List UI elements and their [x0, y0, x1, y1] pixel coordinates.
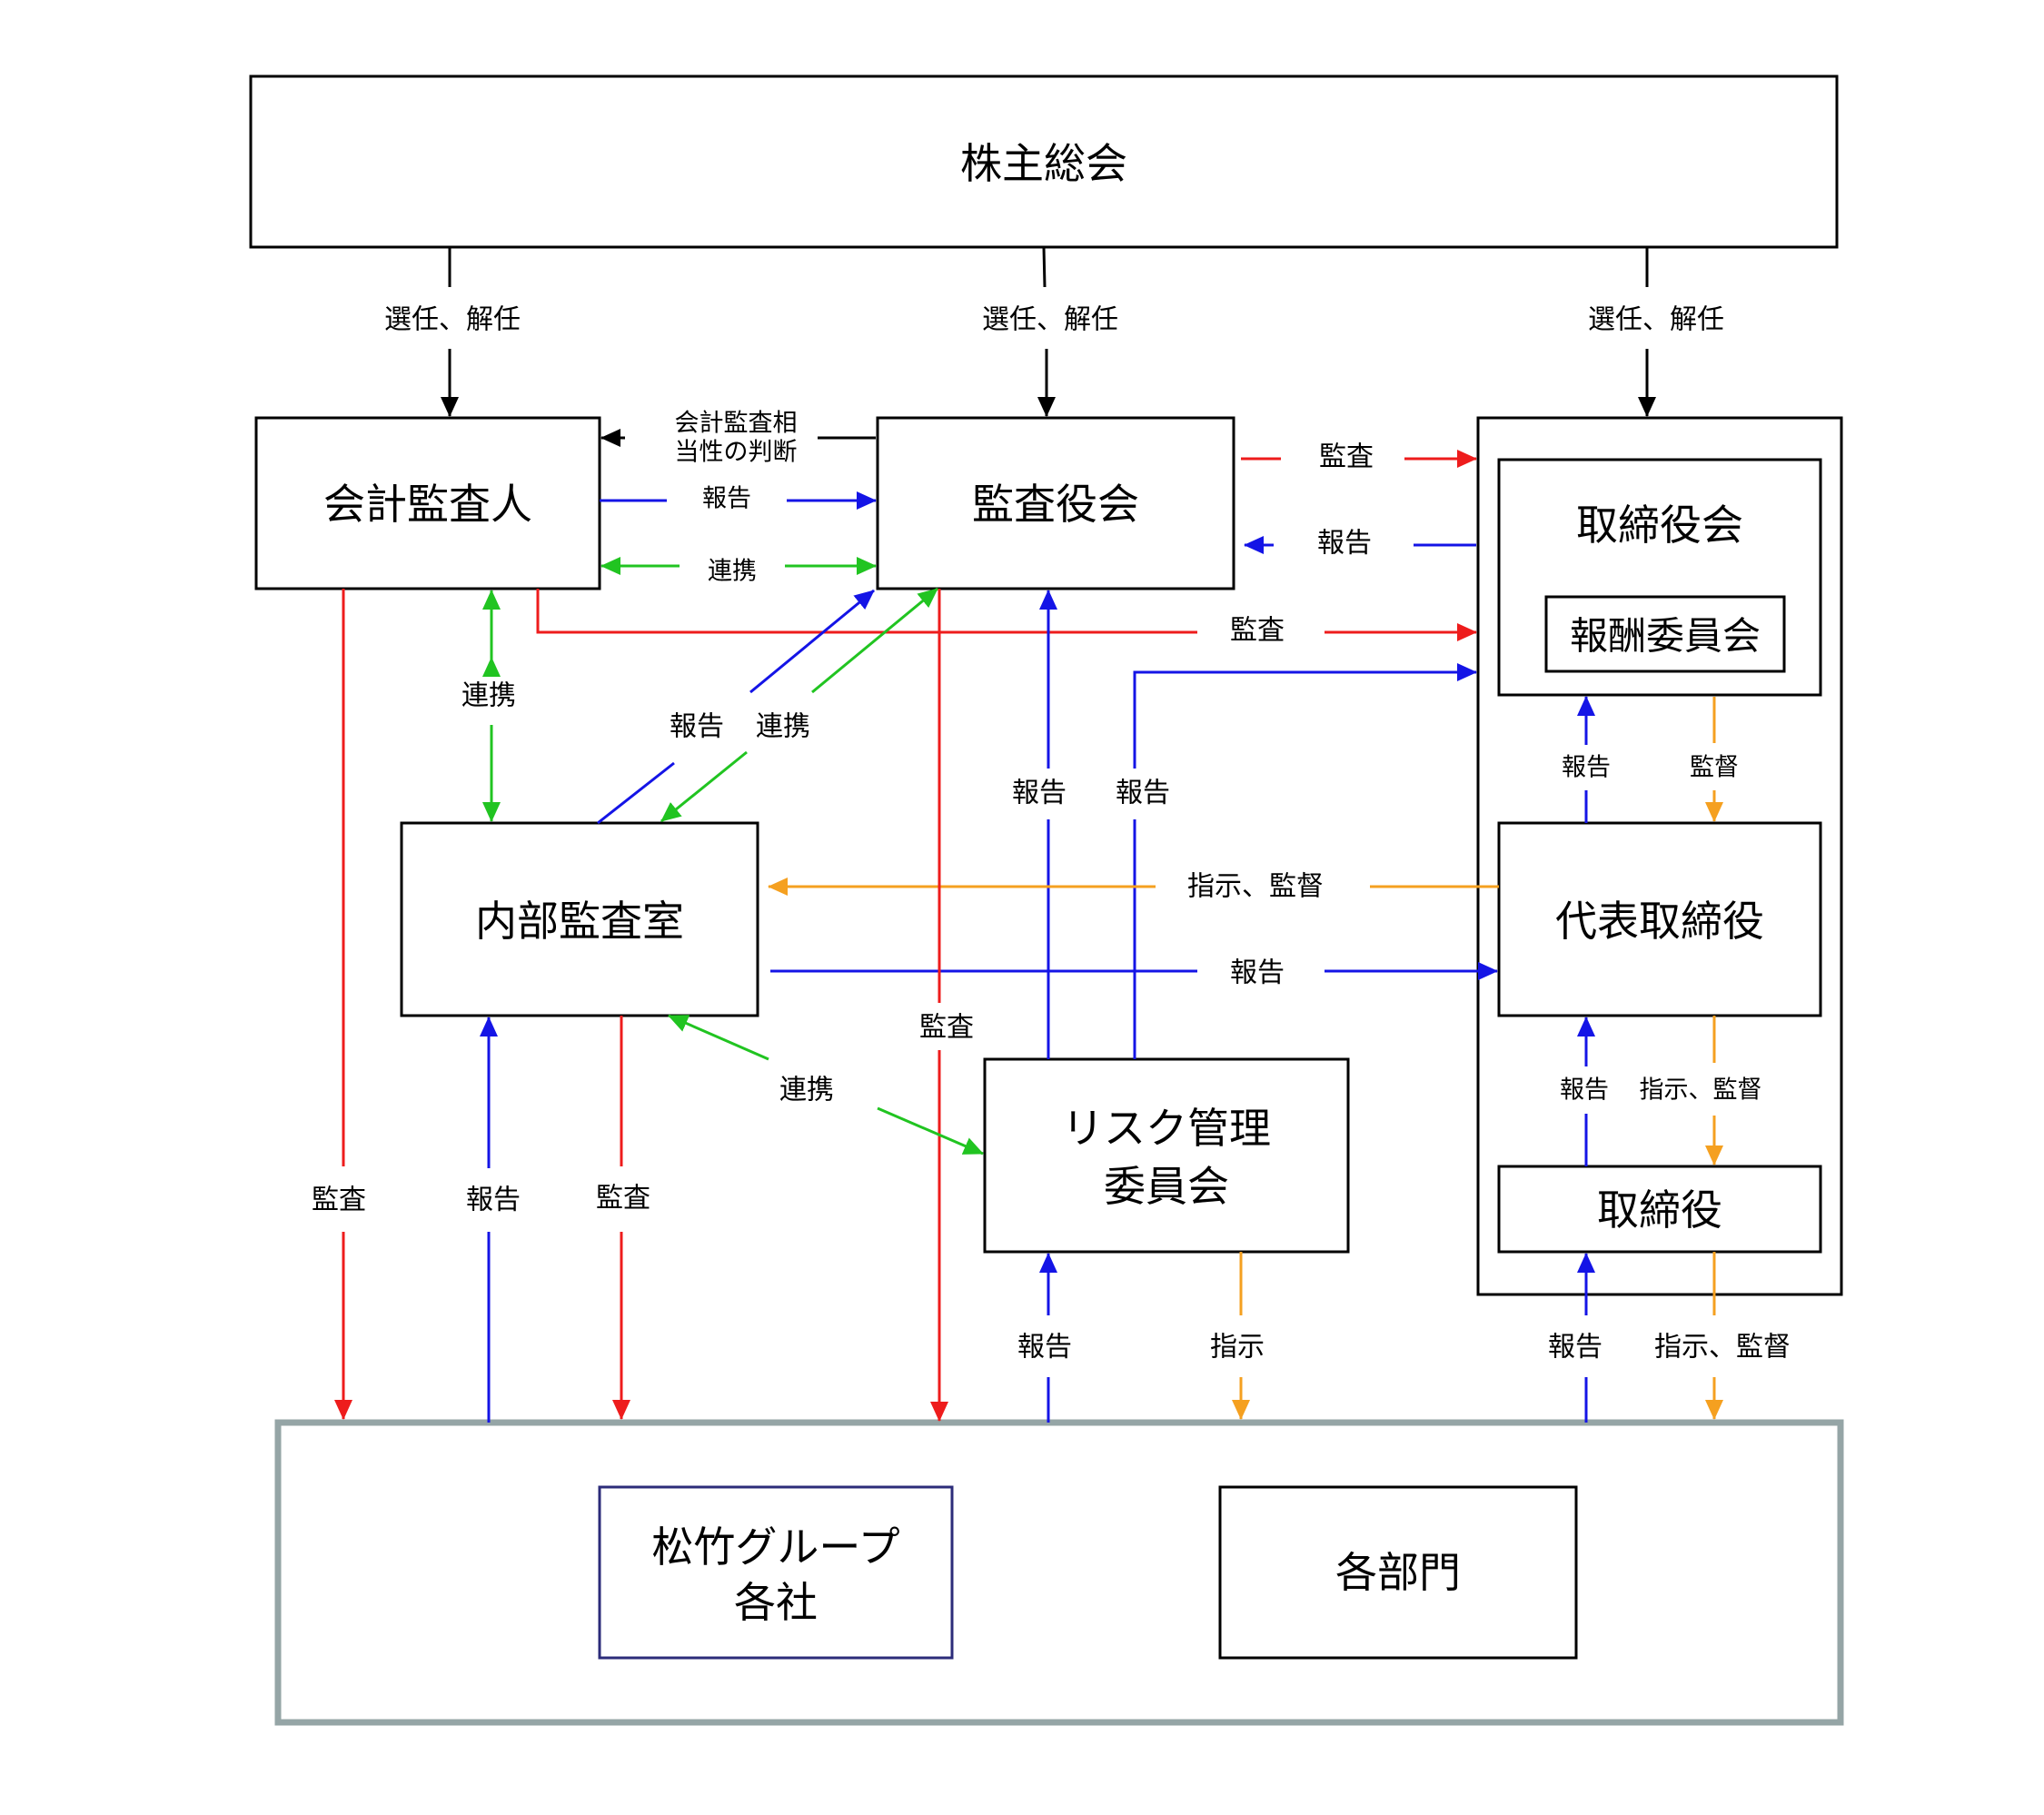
audit-to-board-arrow: 監査: [1241, 441, 1477, 473]
risk-report-label-1: 報告: [1012, 778, 1067, 809]
audit-down-label: 監査: [919, 1012, 974, 1044]
rep-instruct-arrow: 指示、監督: [768, 871, 1499, 903]
director-node: 取締役: [1497, 1165, 1822, 1254]
board-report-arrow: 報告: [1562, 696, 1611, 823]
internal-link-arrow: 連携: [660, 587, 938, 823]
internal-up-report-label: 報告: [466, 1185, 521, 1216]
appoint-arrow-center: 選任、解任: [982, 246, 1118, 417]
acc-to-audit-report-arrow: 報告: [600, 485, 877, 513]
acc-audit-link-label: 連携: [708, 558, 757, 586]
risk-committee-label-2: 委員会: [1104, 1162, 1229, 1211]
risk-committee-label-1: リスク管理: [1062, 1104, 1271, 1153]
representative-director-label: 代表取締役: [1555, 897, 1764, 946]
board-supervise-label: 監督: [1690, 754, 1739, 782]
representative-director-node: 代表取締役: [1497, 821, 1822, 1017]
shareholders-node: 株主総会: [249, 74, 1839, 249]
risk-report-arrow-1: 報告: [1012, 590, 1067, 1059]
compensation-committee-label: 報酬委員会: [1570, 614, 1761, 659]
acc-down-audit-label: 監査: [312, 1185, 366, 1216]
group-companies-label-1: 松竹グループ: [651, 1522, 899, 1572]
acc-to-board-audit-arrow: 監査: [536, 589, 1477, 647]
risk-committee-node: リスク管理 委員会: [983, 1057, 1350, 1254]
internal-link-label: 連携: [756, 711, 810, 743]
departments-node: 各部門: [1218, 1485, 1578, 1660]
shareholders-label: 株主総会: [960, 139, 1127, 188]
bottom-instruct-label: 指示、監督: [1654, 1332, 1791, 1364]
internal-risk-link-arrow: 連携: [668, 1014, 984, 1155]
bottom-instruct-arrow: 指示、監督: [1654, 1252, 1791, 1420]
risk-up-report-arrow: 報告: [1017, 1253, 1072, 1423]
director-label: 取締役: [1597, 1185, 1722, 1235]
internal-to-rep-report-arrow: 報告: [770, 957, 1498, 989]
rep-instruct-label: 指示、監督: [1187, 871, 1324, 903]
compensation-committee-node: 報酬委員会: [1544, 595, 1786, 673]
audit-to-board-label: 監査: [1319, 441, 1374, 473]
appoint-arrow-right: 選任、解任: [1588, 247, 1724, 417]
internal-audit-node: 内部監査室: [400, 821, 759, 1017]
appoint-arrow-left: 選任、解任: [384, 247, 521, 417]
audit-down-arrow: 監査: [919, 589, 974, 1422]
accounting-auditor-node: 会計監査人: [254, 416, 601, 590]
group-companies-label-2: 各社: [734, 1578, 818, 1627]
departments-label: 各部門: [1335, 1548, 1461, 1597]
audit-board-label: 監査役会: [972, 480, 1139, 529]
adequacy-label-1: 会計監査相: [675, 410, 798, 438]
acc-to-board-audit-label: 監査: [1230, 615, 1285, 647]
accounting-auditor-label: 会計監査人: [323, 480, 532, 529]
bottom-report-label: 報告: [1548, 1332, 1602, 1364]
group-companies-node: 松竹グループ 各社: [598, 1485, 954, 1660]
risk-up-report-label: 報告: [1017, 1332, 1072, 1364]
acc-to-audit-report-label: 報告: [702, 485, 751, 513]
internal-up-report-arrow: 報告: [466, 1017, 521, 1423]
internal-report-label: 報告: [670, 711, 724, 743]
risk-report-arrow-2: 報告: [1116, 663, 1477, 1059]
internal-down-audit-arrow: 監査: [596, 1016, 650, 1420]
risk-report-label-2: 報告: [1116, 778, 1170, 809]
board-to-audit-report-label: 報告: [1317, 528, 1372, 560]
internal-audit-label: 内部監査室: [475, 897, 684, 946]
board-supervise-arrow: 監督: [1690, 697, 1739, 822]
board-report-label: 報告: [1562, 754, 1611, 782]
acc-internal-link-label: 連携: [461, 680, 516, 712]
appoint-right-label: 選任、解任: [1588, 304, 1724, 336]
internal-report-arrow: 報告: [597, 589, 875, 825]
bottom-report-arrow: 報告: [1548, 1253, 1602, 1423]
adequacy-arrow: 会計監査相 当性の判断: [600, 410, 876, 467]
internal-down-audit-label: 監査: [596, 1183, 650, 1215]
dir-report-arrow: 報告: [1560, 1017, 1609, 1166]
risk-instruct-arrow: 指示: [1210, 1252, 1265, 1420]
dir-instruct-arrow: 指示、監督: [1640, 1016, 1762, 1165]
board-to-audit-report-arrow: 報告: [1244, 528, 1476, 560]
audit-board-node: 監査役会: [876, 416, 1235, 590]
dir-report-label: 報告: [1560, 1076, 1609, 1105]
internal-risk-link-label: 連携: [779, 1075, 834, 1106]
adequacy-label-2: 当性の判断: [675, 439, 798, 467]
board-of-directors-label: 取締役会: [1576, 501, 1743, 550]
acc-audit-link-arrow: 連携: [600, 557, 877, 586]
risk-instruct-label: 指示: [1210, 1332, 1265, 1364]
appoint-left-label: 選任、解任: [384, 304, 521, 336]
dir-instruct-label: 指示、監督: [1640, 1076, 1762, 1105]
appoint-center-label: 選任、解任: [982, 304, 1118, 336]
acc-internal-link-arrow: 連携: [461, 657, 516, 822]
acc-down-audit-arrow: 監査: [312, 589, 366, 1420]
internal-to-rep-report-label: 報告: [1230, 957, 1285, 989]
operations-frame: [274, 1419, 1844, 1726]
